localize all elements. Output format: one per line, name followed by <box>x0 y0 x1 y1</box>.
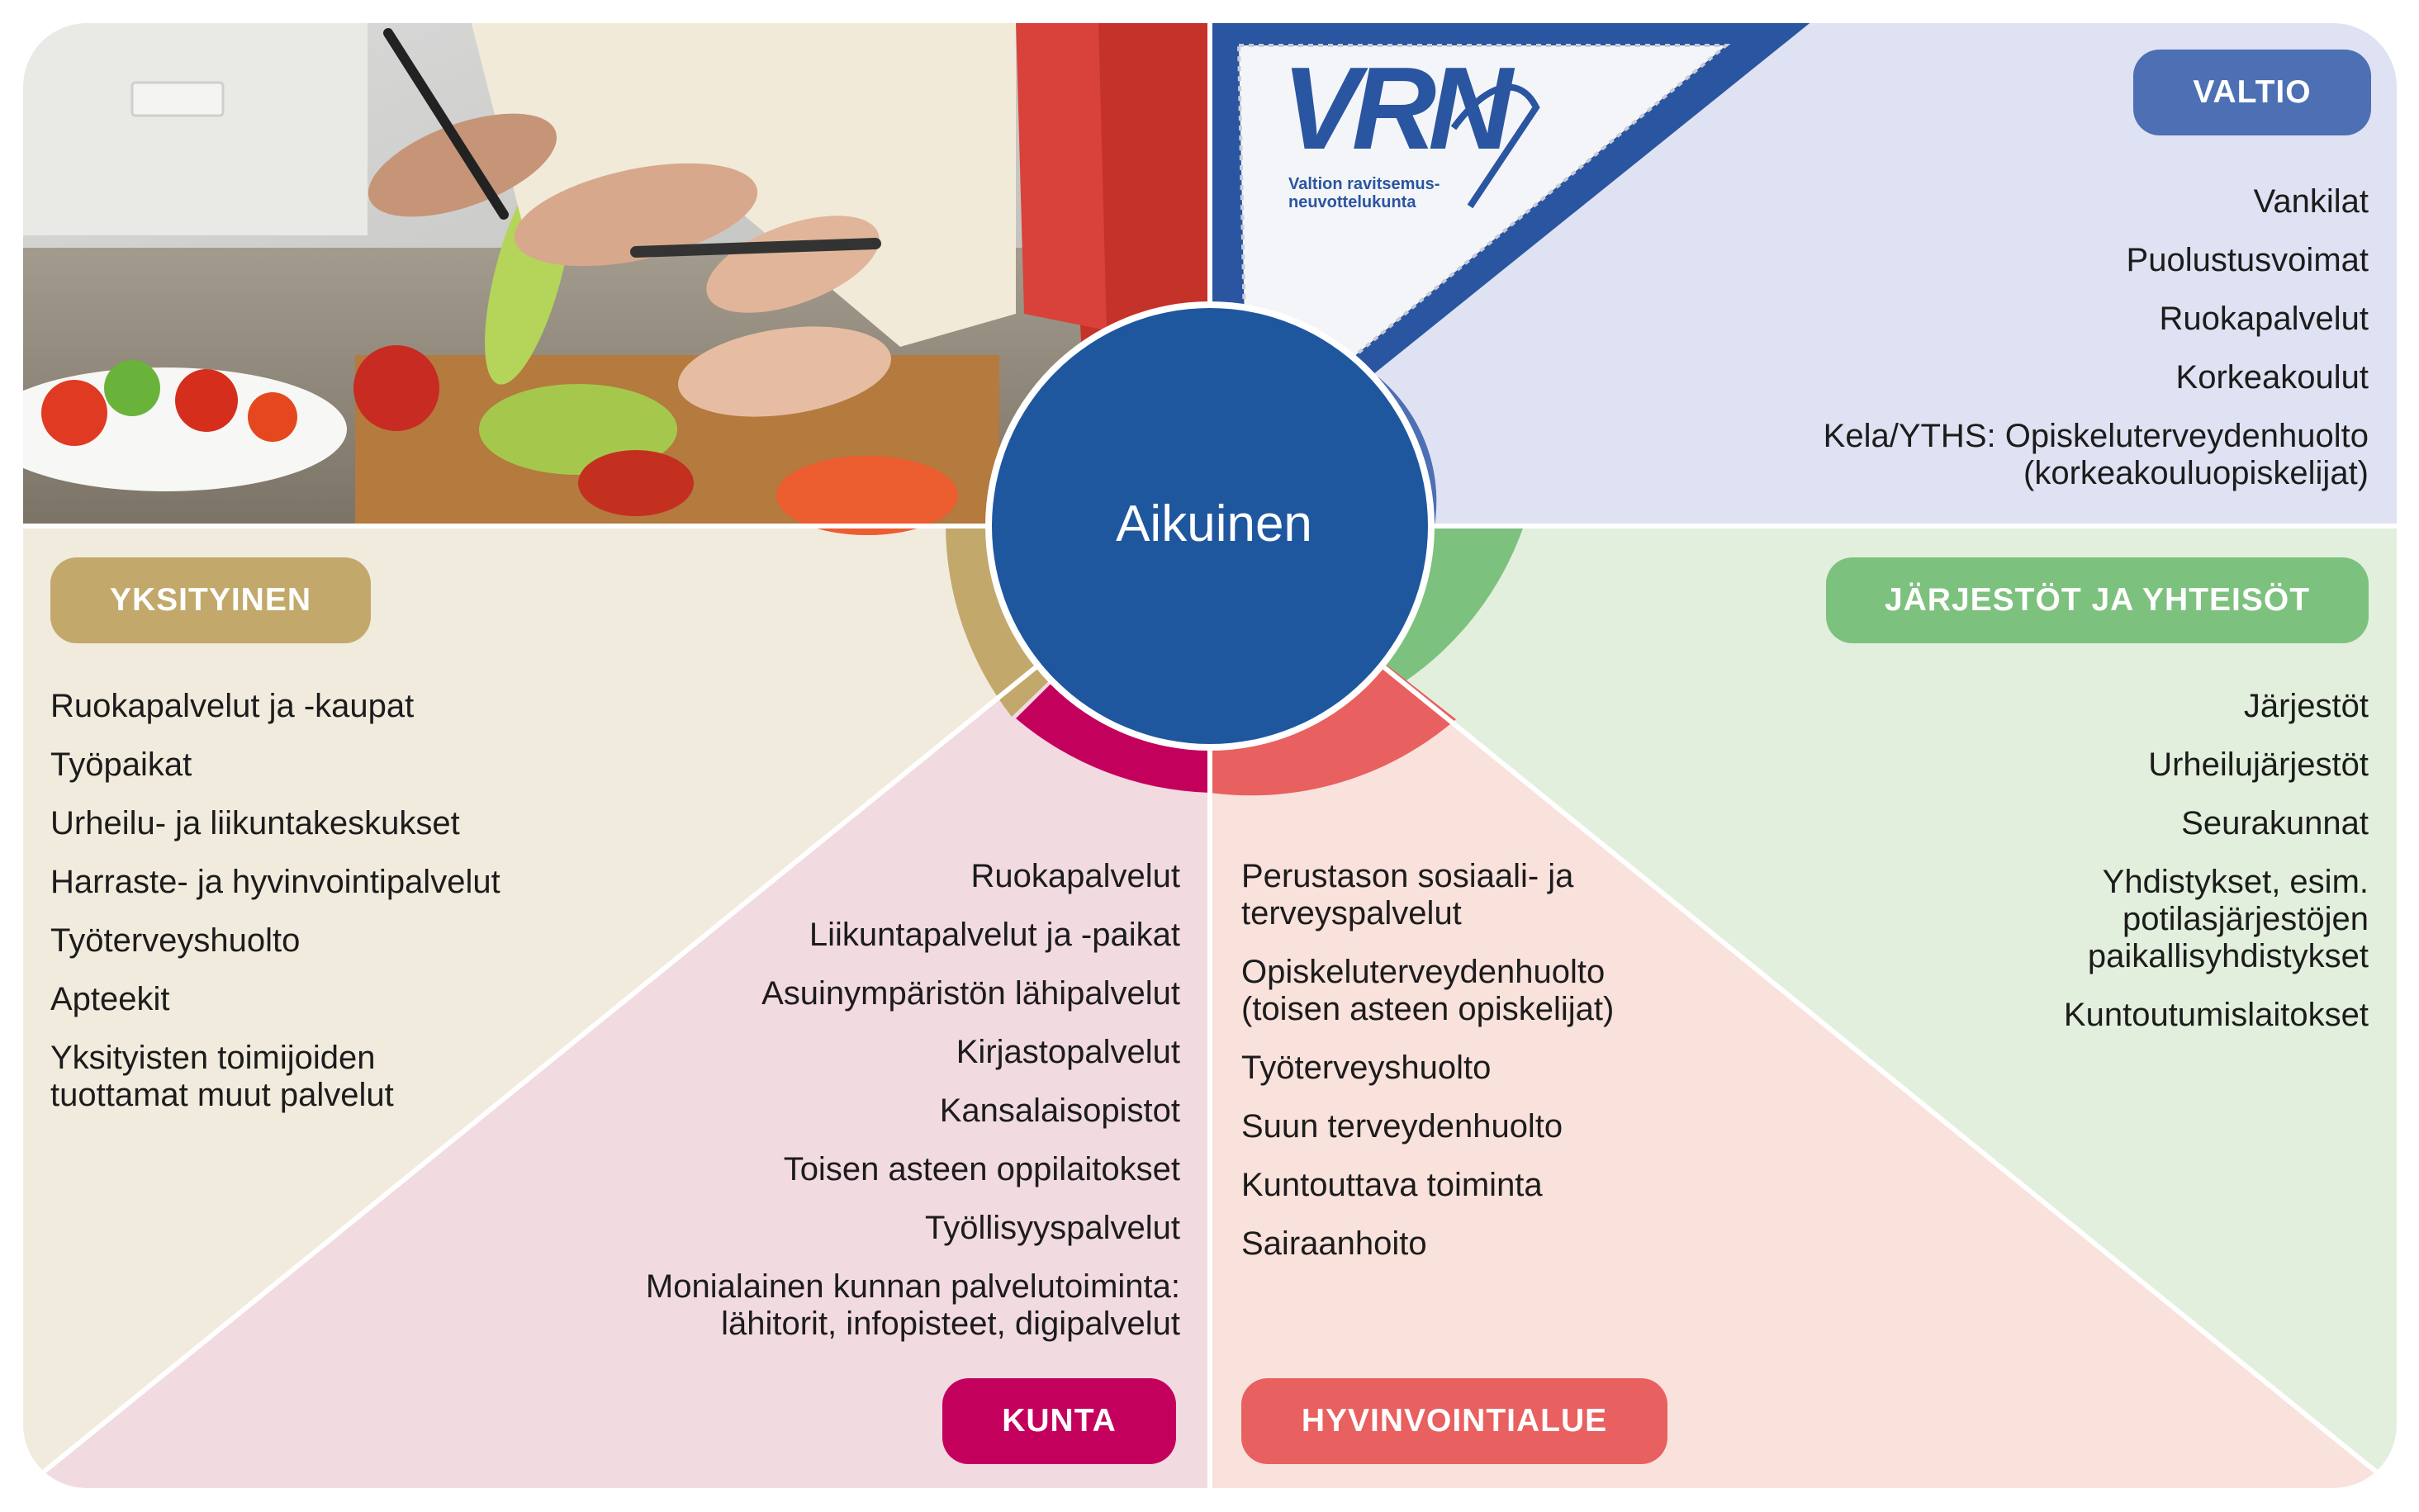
list-item: Korkeakoulut <box>2175 359 2369 396</box>
list-item: potilasjärjestöjen <box>2123 901 2369 937</box>
list-item: Kela/YTHS: Opiskeluterveydenhuolto <box>1823 418 2369 454</box>
list-item: (korkeakouluopiskelijat) <box>2023 455 2369 491</box>
list-item: Järjestöt <box>2243 688 2369 724</box>
list-item: lähitorit, infopisteet, digipalvelut <box>721 1306 1180 1342</box>
list-item: Yksityisten toimijoiden <box>50 1040 376 1076</box>
list-item: Perustason sosiaali- ja <box>1241 858 1574 894</box>
list-item: Puolustusvoimat <box>2126 242 2369 278</box>
list-item: Opiskeluterveydenhuolto <box>1241 954 1606 990</box>
yksityinen-badge: YKSITYINEN <box>50 557 371 643</box>
list-item: Suun terveydenhuolto <box>1241 1108 1563 1145</box>
yksityinen-list: Ruokapalvelut ja -kaupat Työpaikat Urhei… <box>50 688 500 1114</box>
list-item: tuottamat muut palvelut <box>50 1077 394 1113</box>
logo-card <box>1236 44 1731 450</box>
jarjestot-badge: JÄRJESTÖT JA YHTEISÖT <box>1826 557 2369 643</box>
list-item: paikallisyhdistykset <box>2087 938 2369 974</box>
list-item: Vankilat <box>2253 183 2369 220</box>
list-item: Ruokapalvelut <box>970 858 1181 894</box>
list-item: Sairaanhoito <box>1241 1225 1427 1262</box>
logo-subtitle-line1: Valtion ravitsemus- <box>1288 175 1440 193</box>
list-item: Työterveyshuolto <box>50 922 301 959</box>
list-item: (toisen asteen opiskelijat) <box>1241 991 1615 1027</box>
list-item: Apteekit <box>50 981 170 1017</box>
list-item: Urheilujärjestöt <box>2148 747 2369 783</box>
list-item: Kirjastopalvelut <box>956 1034 1180 1070</box>
hyvinvointialue-list: Perustason sosiaali- ja terveyspalvelut … <box>1241 858 1614 1263</box>
list-item: Monialainen kunnan palvelutoiminta: <box>645 1268 1180 1305</box>
kunta-badge: KUNTA <box>942 1378 1176 1464</box>
list-item: Kuntouttava toiminta <box>1241 1167 1543 1203</box>
list-item: Kansalaisopistot <box>939 1093 1180 1129</box>
list-item: Kuntoutumislaitokset <box>2063 997 2369 1033</box>
fork-icon <box>1450 83 1540 209</box>
list-item: Ruokapalvelut ja -kaupat <box>50 688 415 724</box>
vrn-logo-subtitle: Valtion ravitsemus- neuvottelukunta <box>1288 175 1440 211</box>
kitchen-photo <box>21 21 1210 535</box>
jarjestot-list: Järjestöt Urheilujärjestöt Seurakunnat Y… <box>2064 688 2369 1034</box>
list-item: Urheilu- ja liikuntakeskukset <box>50 805 460 841</box>
center-label: Aikuinen <box>1116 495 1312 552</box>
list-item: Seurakunnat <box>2181 805 2369 841</box>
list-item: Toisen asteen oppilaitokset <box>783 1151 1180 1187</box>
vrn-logo: VRN <box>1282 43 1513 174</box>
kunta-list: Ruokapalvelut Liikuntapalvelut ja -paika… <box>646 858 1180 1343</box>
list-item: Työllisyyspalvelut <box>924 1210 1180 1246</box>
valtio-badge: VALTIO <box>2133 50 2371 135</box>
list-item: Asuinympäristön lähipalvelut <box>761 975 1180 1012</box>
list-item: Työterveyshuolto <box>1241 1050 1492 1086</box>
center-circle <box>992 308 1428 744</box>
list-item: terveyspalvelut <box>1241 895 1462 931</box>
valtio-list: Vankilat Puolustusvoimat Ruokapalvelut K… <box>1824 183 2369 492</box>
list-item: Yhdistykset, esim. <box>2102 864 2369 900</box>
list-item: Harraste- ja hyvinvointipalvelut <box>50 864 500 900</box>
list-item: Työpaikat <box>50 747 192 783</box>
list-item: Ruokapalvelut <box>2159 301 2369 337</box>
logo-subtitle-line2: neuvottelukunta <box>1288 193 1416 211</box>
hyvinvointialue-badge: HYVINVOINTIALUE <box>1241 1378 1667 1464</box>
list-item: Liikuntapalvelut ja -paikat <box>809 917 1180 953</box>
